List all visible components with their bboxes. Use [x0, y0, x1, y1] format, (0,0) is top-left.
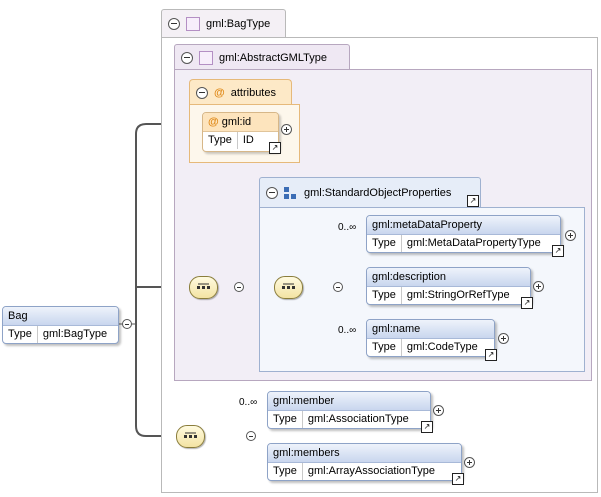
cardinality-label: 0..∞: [338, 325, 357, 336]
element-name: gml:name: [367, 320, 494, 339]
type-link-icon[interactable]: ↗: [452, 473, 464, 485]
complex-type-icon: [199, 50, 213, 65]
type-link-icon[interactable]: ↗: [269, 142, 281, 154]
collapse-icon[interactable]: [266, 187, 278, 199]
collapse-icon[interactable]: [168, 18, 180, 30]
collapse-icon[interactable]: [333, 282, 344, 292]
standard-object-properties-label: gml:StandardObjectProperties: [304, 187, 452, 199]
expand-icon[interactable]: [565, 230, 576, 241]
type-link-icon[interactable]: ↗: [421, 421, 433, 433]
type-value: gml:ArrayAssociationType: [307, 465, 436, 477]
attribute-name: gml:id: [221, 116, 252, 128]
wire-to-attributes: [135, 123, 189, 324]
type-value: gml:AssociationType: [307, 413, 409, 425]
type-link-icon[interactable]: ↗: [552, 245, 564, 257]
attribute-at-icon: @: [208, 116, 219, 128]
standard-object-properties-tab[interactable]: gml:StandardObjectProperties: [259, 177, 481, 208]
collapse-icon[interactable]: [122, 319, 132, 329]
type-key: Type: [367, 287, 402, 304]
element-member[interactable]: gml:member Type gml:AssociationType: [267, 391, 431, 429]
type-link-icon[interactable]: ↗: [467, 195, 479, 207]
attributes-tab[interactable]: @ attributes: [189, 79, 292, 105]
wire-to-members-sequence: [135, 324, 176, 437]
element-name: gml:members: [268, 444, 461, 463]
expand-icon[interactable]: [498, 333, 509, 344]
expand-icon[interactable]: [433, 405, 444, 416]
type-key: Type: [3, 326, 38, 343]
sequence-compositor-icon[interactable]: [189, 276, 218, 299]
group-icon: [284, 187, 298, 199]
cardinality-label: 0..∞: [239, 397, 258, 408]
attribute-gml-id[interactable]: @ gml:id Type ID: [202, 112, 279, 152]
element-metadata-property[interactable]: gml:metaDataProperty Type gml:MetaDataPro…: [366, 215, 561, 253]
sequence-compositor-icon[interactable]: [274, 276, 303, 299]
type-link-icon[interactable]: ↗: [521, 297, 533, 309]
expand-icon[interactable]: [533, 281, 544, 292]
expand-icon[interactable]: [464, 457, 475, 468]
element-description[interactable]: gml:description Type gml:StringOrRefType: [366, 267, 531, 305]
expand-icon[interactable]: [281, 124, 292, 135]
complex-type-icon: [186, 17, 200, 31]
element-members[interactable]: gml:members Type gml:ArrayAssociationType: [267, 443, 462, 481]
type-value: gml:CodeType: [406, 341, 478, 353]
bag-type-label: gml:BagType: [206, 18, 271, 30]
cardinality-label: 0..∞: [338, 222, 357, 233]
type-key: Type: [203, 132, 238, 149]
sequence-compositor-icon[interactable]: [176, 425, 205, 448]
bag-type-tab[interactable]: gml:BagType: [161, 9, 286, 38]
abstract-gml-type-tab[interactable]: gml:AbstractGMLType: [174, 44, 350, 70]
element-name: gml:metaDataProperty: [367, 216, 560, 235]
collapse-icon[interactable]: [181, 51, 193, 64]
root-element-bag[interactable]: Bag Type gml:BagType: [2, 306, 119, 344]
type-key: Type: [268, 411, 303, 428]
element-name-gml[interactable]: gml:name Type gml:CodeType: [366, 319, 495, 357]
type-value: gml:StringOrRefType: [406, 289, 510, 301]
attributes-label: attributes: [230, 86, 276, 99]
abstract-gml-type-label: gml:AbstractGMLType: [219, 51, 327, 64]
attribute-at-icon: @: [214, 86, 225, 99]
type-key: Type: [268, 463, 303, 480]
collapse-icon[interactable]: [234, 282, 245, 292]
element-name: gml:description: [367, 268, 530, 287]
type-key: Type: [367, 235, 402, 252]
element-name: Bag: [3, 307, 118, 326]
collapse-icon[interactable]: [196, 86, 208, 99]
type-key: Type: [367, 339, 402, 356]
element-name: gml:member: [268, 392, 430, 411]
collapse-icon[interactable]: [246, 431, 257, 441]
type-value: gml:MetaDataPropertyType: [406, 237, 541, 249]
type-value: gml:BagType: [42, 328, 108, 340]
type-link-icon[interactable]: ↗: [485, 349, 497, 361]
type-value: ID: [242, 134, 254, 146]
